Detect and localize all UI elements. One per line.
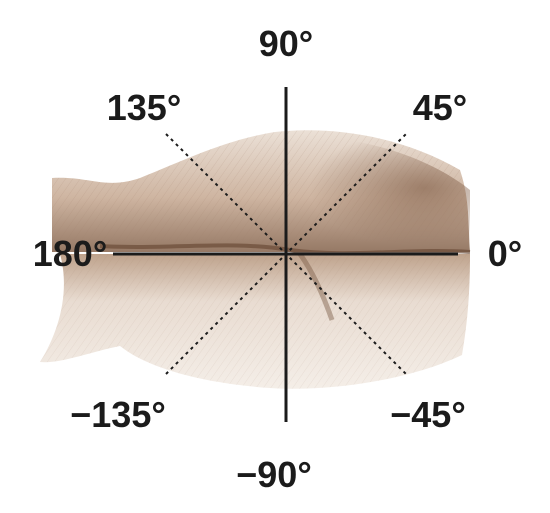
- label-neg45: −45°: [390, 394, 465, 435]
- label-180: 180°: [33, 233, 107, 274]
- label-45: 45°: [413, 87, 467, 128]
- angle-labels: 90° 45° 0° −45° −90° −135° 180° 135°: [33, 23, 522, 495]
- lip-sketch: [40, 130, 471, 389]
- label-neg135: −135°: [70, 394, 165, 435]
- label-135: 135°: [107, 87, 181, 128]
- label-0: 0°: [488, 233, 522, 274]
- angle-axes: [113, 87, 458, 422]
- label-neg90: −90°: [236, 454, 311, 495]
- diagonal-135-guide: [165, 133, 407, 375]
- label-90: 90°: [259, 23, 313, 64]
